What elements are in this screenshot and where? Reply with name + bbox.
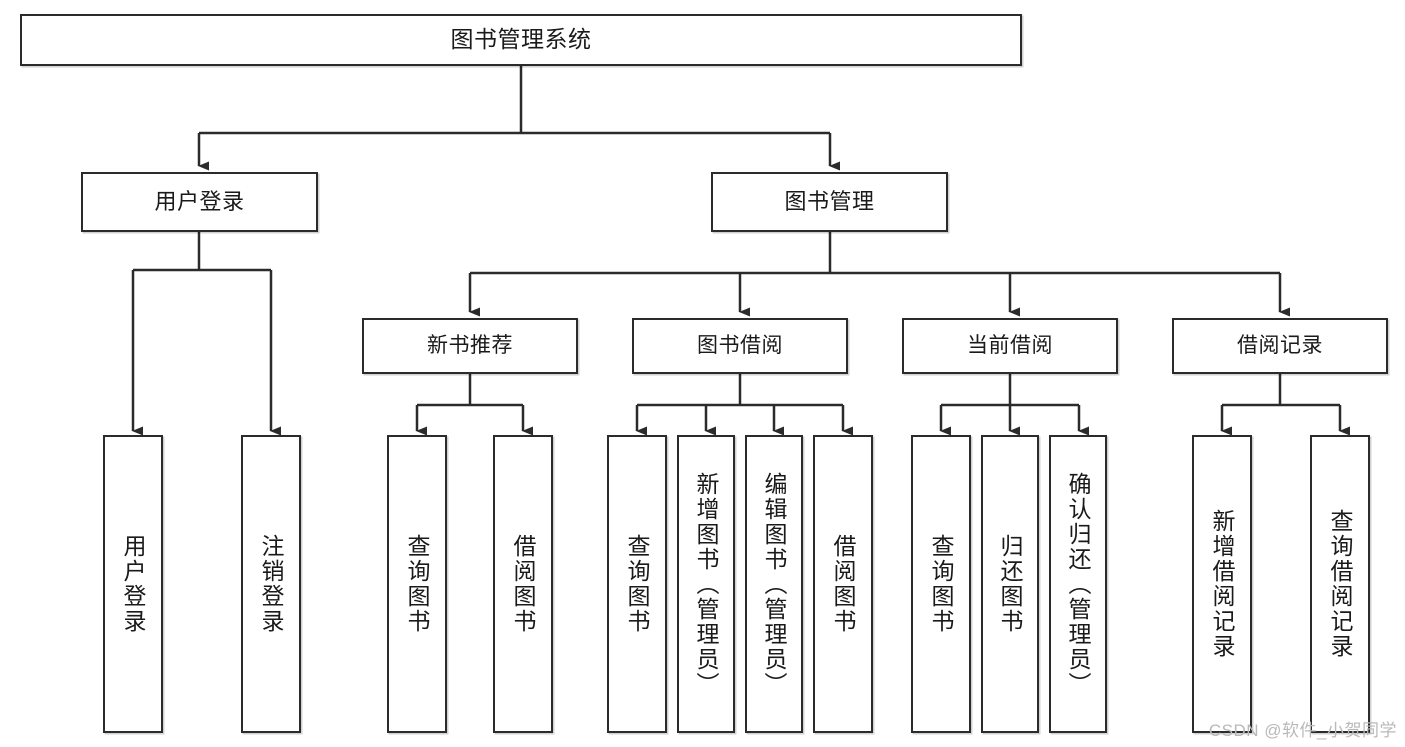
node-leaf-query-book-3-label: 查询图书 (928, 534, 955, 634)
node-book-manage[interactable]: 图书管理 (711, 172, 948, 232)
node-leaf-user-login-label: 用户登录 (120, 534, 147, 634)
node-leaf-borrow-book-2-label: 借阅图书 (830, 534, 857, 634)
node-user-login[interactable]: 用户登录 (81, 172, 318, 232)
node-leaf-confirm-return-label: 确认归还（管理员） (1065, 471, 1092, 697)
node-leaf-borrow-book-2[interactable]: 借阅图书 (813, 435, 873, 733)
node-leaf-borrow-book-1[interactable]: 借阅图书 (493, 435, 553, 733)
node-leaf-query-book-2[interactable]: 查询图书 (607, 435, 667, 733)
node-current-borrow[interactable]: 当前借阅 (902, 318, 1118, 374)
node-leaf-add-book[interactable]: 新增图书（管理员） (677, 435, 735, 733)
node-leaf-edit-book-label: 编辑图书（管理员） (761, 471, 788, 697)
node-leaf-user-login[interactable]: 用户登录 (103, 435, 163, 733)
node-leaf-query-book-1-label: 查询图书 (404, 534, 431, 634)
node-current-borrow-label: 当前借阅 (967, 334, 1053, 358)
node-root[interactable]: 图书管理系统 (20, 14, 1022, 66)
node-leaf-edit-book[interactable]: 编辑图书（管理员） (745, 435, 803, 733)
node-user-login-label: 用户登录 (154, 188, 245, 214)
node-borrow-record[interactable]: 借阅记录 (1172, 318, 1388, 374)
node-book-manage-label: 图书管理 (784, 188, 875, 214)
node-leaf-add-book-label: 新增图书（管理员） (693, 471, 720, 697)
node-leaf-query-record-label: 查询借阅记录 (1327, 509, 1354, 659)
node-leaf-user-logout[interactable]: 注销登录 (241, 435, 301, 733)
node-leaf-query-book-2-label: 查询图书 (624, 534, 651, 634)
node-leaf-add-record-label: 新增借阅记录 (1209, 509, 1236, 659)
node-leaf-confirm-return[interactable]: 确认归还（管理员） (1049, 435, 1107, 733)
node-leaf-add-record[interactable]: 新增借阅记录 (1192, 435, 1252, 733)
node-leaf-return-book-label: 归还图书 (997, 534, 1024, 634)
node-borrow-record-label: 借阅记录 (1237, 334, 1323, 358)
node-book-borrow-label: 图书借阅 (697, 334, 783, 358)
node-leaf-query-book-1[interactable]: 查询图书 (387, 435, 447, 733)
node-leaf-borrow-book-1-label: 借阅图书 (510, 534, 537, 634)
node-leaf-query-record[interactable]: 查询借阅记录 (1310, 435, 1370, 733)
node-book-borrow[interactable]: 图书借阅 (632, 318, 848, 374)
node-leaf-return-book[interactable]: 归还图书 (981, 435, 1039, 733)
node-leaf-query-book-3[interactable]: 查询图书 (911, 435, 971, 733)
node-root-label: 图书管理系统 (450, 26, 592, 53)
node-new-book-recommend-label: 新书推荐 (427, 334, 513, 358)
node-new-book-recommend[interactable]: 新书推荐 (362, 318, 578, 374)
node-leaf-user-logout-label: 注销登录 (258, 534, 285, 634)
